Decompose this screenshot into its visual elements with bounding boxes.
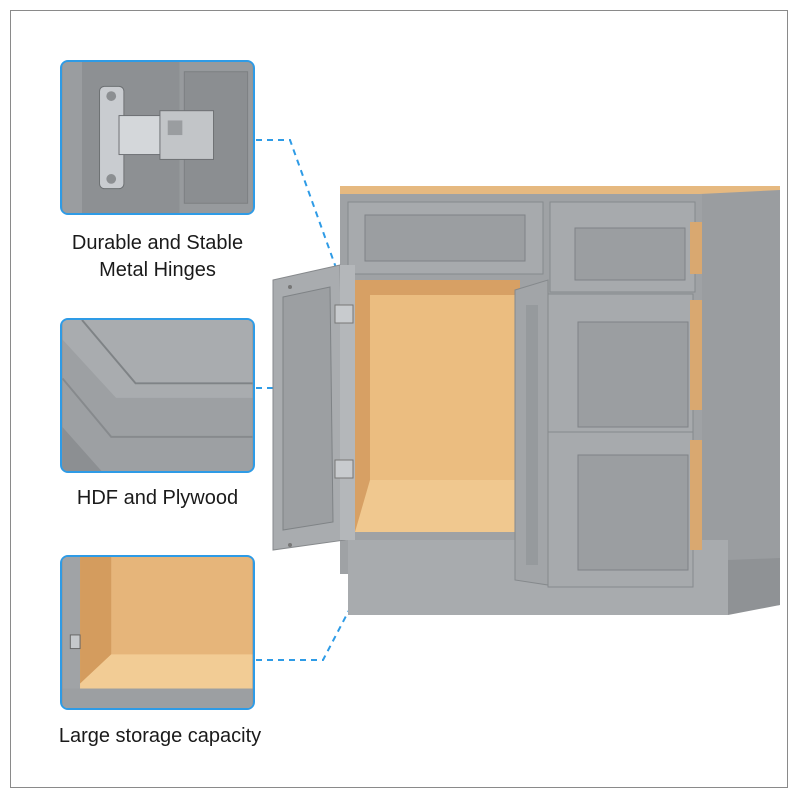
label-hinges: Durable and Stable Metal Hinges bbox=[55, 230, 260, 284]
label-hdf: HDF and Plywood bbox=[76, 487, 239, 509]
connector-hinges bbox=[256, 139, 354, 316]
callout-storage bbox=[60, 555, 255, 710]
cabinet-interior-icon bbox=[62, 557, 253, 708]
connector-storage bbox=[256, 489, 413, 661]
panel-edge-icon bbox=[62, 320, 253, 471]
callout-hdf-plywood bbox=[60, 318, 255, 473]
callout-metal-hinges bbox=[60, 60, 255, 215]
label-storage: Large storage capacity bbox=[58, 725, 262, 747]
label-hinges-title: Durable and Stable bbox=[71, 232, 244, 254]
metal-hinge-icon bbox=[62, 62, 253, 213]
image-frame bbox=[10, 10, 788, 788]
label-hinges-subtitle: Metal Hinges bbox=[99, 259, 216, 281]
